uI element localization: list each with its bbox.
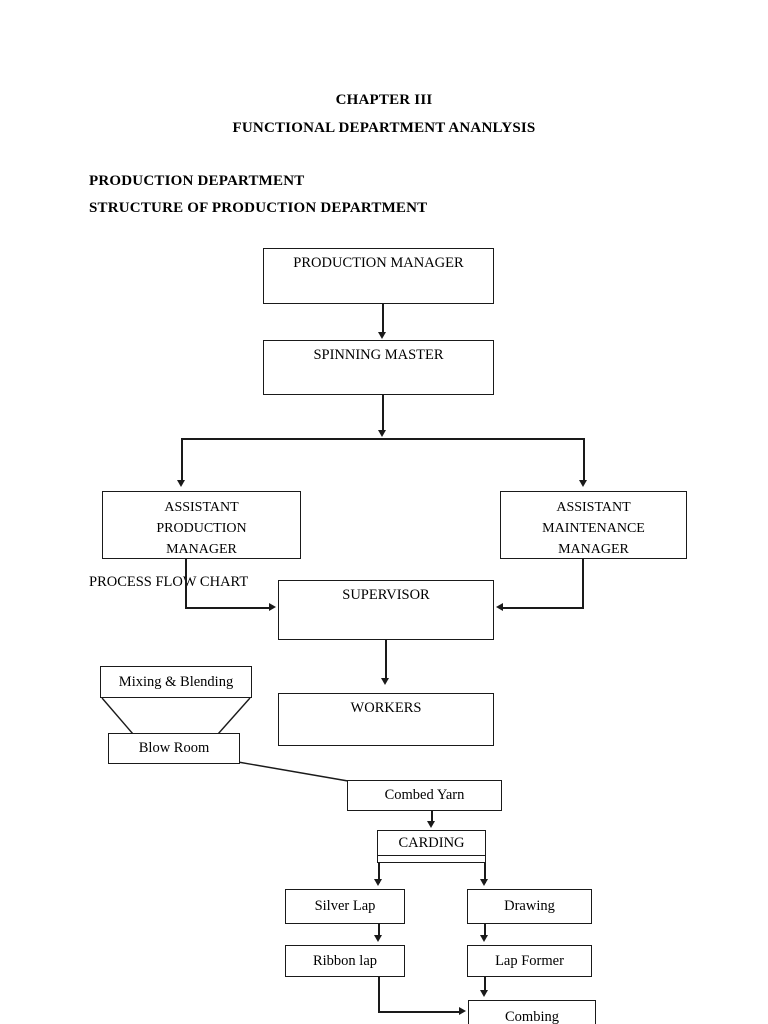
chapter-title: CHAPTER III <box>335 92 433 108</box>
arrowhead-ribbon-lap-to-combing <box>459 1007 466 1015</box>
node-label: SUPERVISOR <box>342 587 430 603</box>
connector-combed-yarn-to-carding <box>431 811 433 824</box>
arrowhead-carding-to-silver-lap <box>374 879 382 886</box>
node-label-line-2: PRODUCTION <box>156 521 247 536</box>
arrowhead-apm-to-supervisor <box>269 603 276 611</box>
connector-ribbon-lap-down <box>378 977 380 1012</box>
arrowhead-pm-to-sm <box>378 332 386 339</box>
funnel-right-line <box>217 697 251 735</box>
node-blow-room: Blow Room <box>108 733 240 764</box>
funnel-left-line <box>101 697 134 735</box>
node-label: PRODUCTION MANAGER <box>293 255 464 271</box>
node-label: CARDING <box>398 835 465 851</box>
connector-carding-right-down <box>484 862 486 883</box>
node-spinning-master: SPINNING MASTER <box>263 340 494 395</box>
arrowhead-combed-yarn-to-carding <box>427 821 435 828</box>
connector-blow-room-to-combed-yarn <box>237 761 349 782</box>
node-ribbon-lap: Ribbon lap <box>285 945 405 977</box>
node-label: WORKERS <box>350 700 422 716</box>
node-label: Lap Former <box>495 952 564 969</box>
connector-drawing-to-lap-former <box>484 924 486 938</box>
node-drawing: Drawing <box>467 889 592 924</box>
connector-ribbon-lap-to-combing <box>378 1011 459 1013</box>
node-carding: CARDING <box>377 830 486 863</box>
connector-apm-down <box>185 559 187 608</box>
connector-amm-to-supervisor <box>503 607 584 609</box>
node-label: Ribbon lap <box>312 952 378 969</box>
arrowhead-bus-to-amm <box>579 480 587 487</box>
arrowhead-silver-lap-to-ribbon-lap <box>374 935 382 942</box>
connector-supervisor-to-workers <box>385 640 387 680</box>
arrowhead-sm-split <box>378 430 386 437</box>
document-subtitle: FUNCTIONAL DEPARTMENT ANANLYSIS <box>232 120 536 136</box>
connector-bus-to-amm <box>583 438 585 482</box>
node-label: Blow Room <box>138 740 210 756</box>
arrowhead-drawing-to-lap-former <box>480 935 488 942</box>
connector-carding-left-down <box>378 862 380 883</box>
node-label: Mixing & Blending <box>118 673 234 690</box>
node-mixing-blending: Mixing & Blending <box>100 666 252 698</box>
node-combed-yarn: Combed Yarn <box>347 780 502 811</box>
node-supervisor: SUPERVISOR <box>278 580 494 640</box>
node-label-line-1: ASSISTANT <box>164 500 239 515</box>
connector-sm-down <box>382 390 384 433</box>
diagonal-line <box>237 761 349 782</box>
connector-lap-former-to-combing <box>484 977 486 992</box>
connector-mixing-to-blow-room <box>101 697 251 735</box>
node-assistant-production-manager: ASSISTANT PRODUCTION MANAGER <box>102 491 301 559</box>
arrowhead-lap-former-to-combing <box>480 990 488 997</box>
arrowhead-bus-to-apm <box>177 480 185 487</box>
node-label-line-1: ASSISTANT <box>556 500 631 515</box>
node-assistant-maintenance-manager: ASSISTANT MAINTENANCE MANAGER <box>500 491 687 559</box>
connector-pm-to-sm <box>382 287 384 334</box>
arrowhead-supervisor-to-workers <box>381 678 389 685</box>
carding-divider <box>378 855 485 856</box>
node-combing: Combing <box>468 1000 596 1024</box>
node-label: Silver Lap <box>314 898 376 914</box>
section-heading-production-department: PRODUCTION DEPARTMENT <box>89 173 305 189</box>
node-lap-former: Lap Former <box>467 945 592 977</box>
arrowhead-amm-to-supervisor <box>496 603 503 611</box>
connector-amm-down <box>582 559 584 608</box>
node-production-manager: PRODUCTION MANAGER <box>263 248 494 304</box>
connector-split-bus <box>181 438 584 440</box>
section-heading-structure: STRUCTURE OF PRODUCTION DEPARTMENT <box>89 200 428 216</box>
node-label: Combing <box>505 1008 559 1024</box>
connector-silver-lap-to-ribbon-lap <box>378 924 380 938</box>
node-label-line-3: MANAGER <box>166 542 237 557</box>
node-label: Drawing <box>504 898 555 914</box>
process-flow-chart-label: PROCESS FLOW CHART <box>89 574 249 590</box>
connector-bus-to-apm <box>181 438 183 482</box>
node-label: SPINNING MASTER <box>313 347 444 363</box>
node-label-line-3: MANAGER <box>558 542 629 557</box>
node-label-line-2: MAINTENANCE <box>542 521 645 536</box>
node-label: Combed Yarn <box>384 787 465 803</box>
node-silver-lap: Silver Lap <box>285 889 405 924</box>
connector-apm-to-supervisor <box>185 607 269 609</box>
node-workers: WORKERS <box>278 693 494 746</box>
arrowhead-carding-to-drawing <box>480 879 488 886</box>
